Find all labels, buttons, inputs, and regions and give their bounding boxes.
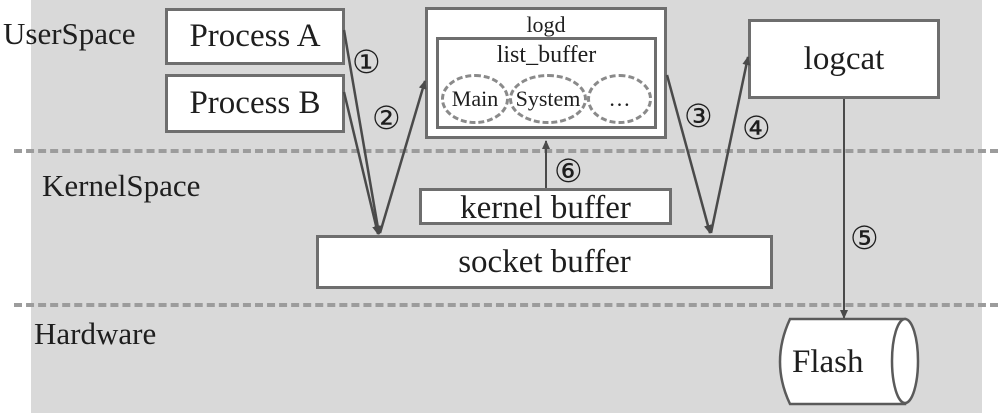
more-buffers-oval: … bbox=[587, 74, 652, 124]
more-buffers-label: … bbox=[608, 86, 631, 111]
zone-label-kernelspace: KernelSpace bbox=[42, 168, 201, 203]
socket-buffer-label: socket buffer bbox=[458, 243, 631, 280]
zone-label-userspace: UserSpace bbox=[3, 16, 136, 51]
arrow-socket-to-logcat bbox=[709, 56, 751, 234]
flash-cylinder bbox=[778, 317, 920, 406]
kernel-buffer-label: kernel buffer bbox=[460, 190, 631, 226]
step-5-marker: ⑤ bbox=[850, 219, 879, 257]
system-buffer-label: System bbox=[515, 86, 581, 111]
socket-buffer-box: socket buffer bbox=[316, 235, 773, 289]
process-b-label: Process B bbox=[189, 85, 321, 121]
main-buffer-label: Main bbox=[451, 86, 499, 111]
process-a-box: Process A bbox=[165, 8, 345, 65]
step-6-marker: ⑥ bbox=[554, 152, 583, 190]
zone-label-hardware: Hardware bbox=[34, 316, 157, 351]
logd-label: logd bbox=[526, 12, 566, 37]
step-3-marker: ③ bbox=[684, 97, 713, 135]
step-4-marker: ④ bbox=[742, 109, 771, 147]
kernelspace-hardware-divider bbox=[14, 303, 998, 307]
logcat-label: logcat bbox=[803, 40, 885, 77]
arrow-socket-to-logd bbox=[378, 80, 427, 234]
userspace-kernelspace-divider bbox=[14, 149, 998, 153]
step-1-marker: ① bbox=[352, 43, 381, 81]
logcat-box: logcat bbox=[748, 19, 940, 99]
list-buffer-label: list_buffer bbox=[496, 42, 597, 68]
arrow-process-b-to-socket bbox=[342, 91, 381, 235]
main-buffer-oval: Main bbox=[441, 74, 509, 124]
process-a-label: Process A bbox=[189, 18, 321, 54]
step-2-marker: ② bbox=[372, 99, 401, 137]
kernel-buffer-box: kernel buffer bbox=[419, 188, 672, 226]
system-buffer-oval: System bbox=[509, 74, 587, 124]
arrow-logd-to-socket bbox=[665, 74, 712, 234]
flash-label: Flash bbox=[792, 344, 864, 380]
arrow-process-a-to-socket bbox=[342, 29, 382, 235]
process-b-box: Process B bbox=[165, 74, 345, 133]
